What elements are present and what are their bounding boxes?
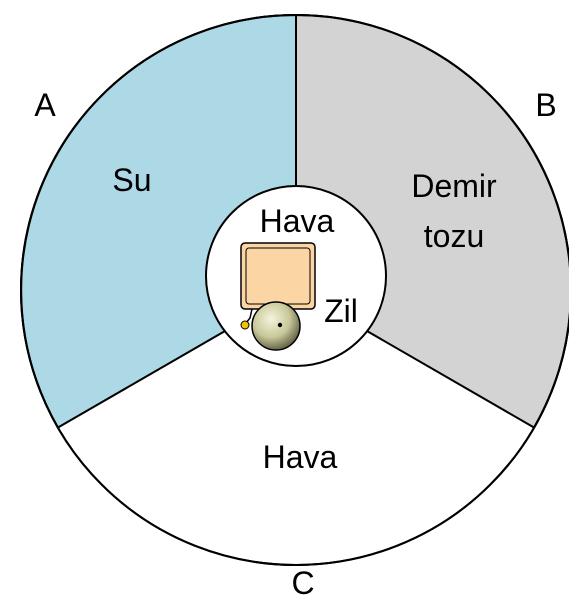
region-b-label-line2: tozu [424,218,484,254]
corner-label-b: B [535,87,556,123]
bell-center-dot [277,322,283,328]
bell-hammer [240,320,250,330]
corner-label-a: A [34,87,56,123]
inner-air-label: Hava [260,203,335,239]
electric-bell-icon [240,242,316,351]
region-b-label-line1: Demir [411,168,497,204]
corner-label-c: C [291,565,314,601]
bell-label: Zil [324,293,358,329]
region-c-label: Hava [263,439,338,475]
region-a-label: Su [112,162,151,198]
bell-dome [251,301,301,351]
bell-box-inner [245,247,311,305]
outer-border [20,14,569,566]
